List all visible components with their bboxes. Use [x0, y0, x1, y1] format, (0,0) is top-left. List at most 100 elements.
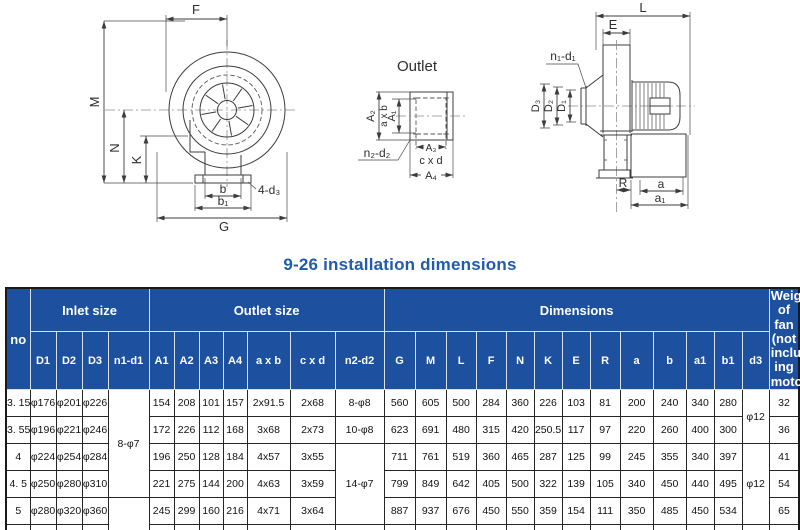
- table-cell: 450: [619, 524, 654, 530]
- dim-label-b1: b₁: [218, 194, 229, 208]
- table-cell: 761: [414, 443, 447, 472]
- table-cell: 220: [619, 416, 654, 445]
- dim-label-g: G: [219, 219, 229, 234]
- dimensions-table: no Inlet size Outlet size Dimensions Wei…: [5, 287, 800, 530]
- table-cell: 154: [561, 497, 591, 526]
- table-cell: 937: [414, 497, 447, 526]
- table-cell: 340: [685, 389, 715, 418]
- group-header-no: no: [5, 287, 31, 391]
- table-cell: 3. 55: [5, 416, 31, 445]
- table-cell: 400: [685, 416, 715, 445]
- outlet-caption: Outlet: [397, 58, 438, 75]
- table-cell: 2x91.5: [246, 389, 291, 418]
- table-cell: 360: [505, 389, 535, 418]
- page-title: 9-26 installation dimensions: [283, 255, 517, 274]
- table-cell: 504: [475, 524, 507, 530]
- table-cell: 160: [198, 497, 224, 526]
- table-cell: 328: [173, 524, 200, 530]
- table-cell: 54: [768, 470, 800, 499]
- table-cell: 560: [383, 389, 416, 418]
- table-cell: 103: [561, 389, 591, 418]
- group-header-outlet-size: Outlet size: [148, 287, 385, 333]
- table-cell: φ280: [29, 497, 57, 526]
- table-cell: 300: [713, 416, 743, 445]
- column-header: E: [561, 331, 591, 391]
- table-cell: 887: [383, 497, 416, 526]
- table-cell: 245: [148, 497, 175, 526]
- table-cell: 245: [619, 443, 654, 472]
- table-cell: 623: [383, 416, 416, 445]
- impeller-blades: [201, 84, 253, 136]
- table-cell: φ250: [29, 470, 57, 499]
- table-cell: 172: [148, 416, 175, 445]
- table-cell: φ224: [29, 443, 57, 472]
- table-cell: φ176: [29, 389, 57, 418]
- table-cell: 397: [713, 443, 743, 472]
- group-header-weight: Weight of fan (not includ-ing motor): [768, 287, 800, 391]
- table-cell: 226: [173, 416, 200, 445]
- table-cell: 3. 15: [5, 389, 31, 418]
- table-cell: 208: [173, 389, 200, 418]
- column-header: A4: [222, 331, 248, 391]
- table-cell: 235: [222, 524, 248, 530]
- table-cell: 993: [383, 524, 416, 530]
- table-cell: 125: [561, 443, 591, 472]
- table-cell: φ395: [81, 524, 109, 530]
- column-header: a1: [685, 331, 715, 391]
- table-cell: 495: [713, 470, 743, 499]
- table-cell: 359: [533, 497, 563, 526]
- table-cell: φ20: [741, 524, 770, 530]
- table-cell: 4x63: [246, 470, 291, 499]
- dim-label-d3: D₃: [530, 100, 542, 112]
- table-cell: φ246: [81, 416, 109, 445]
- dim-label-k: K: [129, 155, 144, 164]
- table-cell: φ226: [81, 389, 109, 418]
- column-header: b: [652, 331, 687, 391]
- dim-label-r: R: [619, 176, 628, 190]
- table-cell: φ201: [55, 389, 83, 418]
- table-cell: 620: [505, 524, 535, 530]
- table-cell: 101: [198, 389, 224, 418]
- table-row: 5. 6φ315φ355φ3952743281792355x614x5318-φ…: [5, 524, 800, 530]
- dim-label-a3: A₃: [426, 143, 437, 154]
- table-cell: 4x53: [289, 524, 336, 530]
- table-cell: 799: [383, 470, 416, 499]
- table-cell: 105: [589, 470, 621, 499]
- table-cell: 465: [505, 443, 535, 472]
- table-cell: 550: [505, 497, 535, 526]
- table-cell: 274: [148, 524, 175, 530]
- table-cell: 690: [652, 524, 687, 530]
- table-cell: 2x73: [289, 416, 336, 445]
- column-header: n2-d2: [334, 331, 385, 391]
- table-cell: φ315: [29, 524, 57, 530]
- table-cell: 440: [685, 470, 715, 499]
- outlet-detail-drawing: Outlet A₂ a x b A₁ n₂-d₂ A₃ c x d A₄: [358, 58, 468, 182]
- fan-front-view-drawing: F M N K b b₁ G 4-d₃: [90, 2, 297, 234]
- table-cell: 2x68: [289, 389, 336, 418]
- table-cell: 250: [173, 443, 200, 472]
- dim-label-n2-d2: n₂-d₂: [364, 146, 391, 160]
- table-cell: 500: [505, 470, 535, 499]
- group-header-inlet-size: Inlet size: [29, 287, 150, 333]
- table-cell: 605: [414, 389, 447, 418]
- dim-label-d1: D₁: [556, 100, 568, 112]
- table-cell: 18-φ7: [334, 524, 385, 530]
- column-header: K: [533, 331, 563, 391]
- table-cell: 250.5: [533, 416, 563, 445]
- table-cell: φ12: [741, 443, 770, 526]
- column-header: A3: [198, 331, 224, 391]
- table-cell: 81: [589, 389, 621, 418]
- table-head: no Inlet size Outlet size Dimensions Wei…: [5, 287, 800, 391]
- table-cell: 450: [652, 470, 687, 499]
- table-cell: 299: [173, 497, 200, 526]
- table-cell: 10-φ8: [334, 416, 385, 445]
- table-cell: 4x57: [246, 443, 291, 472]
- dim-label-cxd: c x d: [419, 155, 442, 167]
- dim-label-a2: A₂: [365, 110, 377, 122]
- table-cell: 287: [533, 443, 563, 472]
- table-cell: 450: [475, 497, 507, 526]
- table-cell: φ254: [55, 443, 83, 472]
- table-cell: 420: [505, 416, 535, 445]
